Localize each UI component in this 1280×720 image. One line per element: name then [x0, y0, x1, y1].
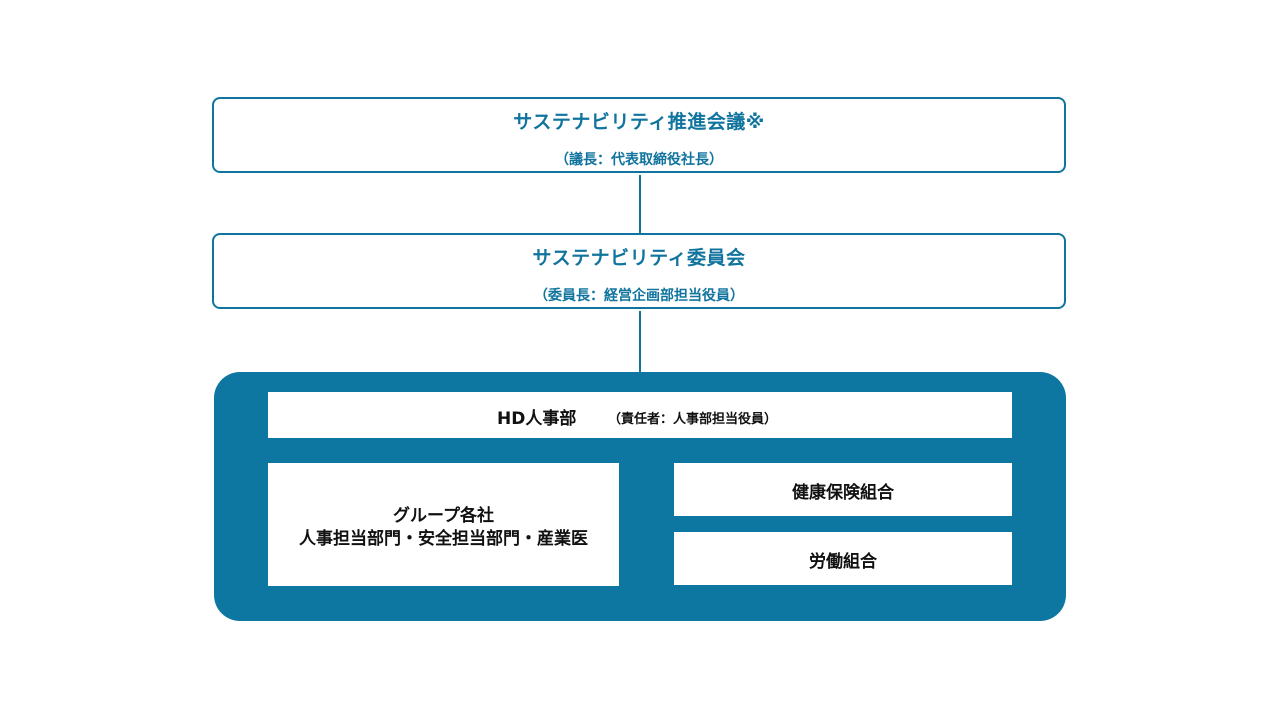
labor-union-title: 労働組合	[809, 552, 877, 572]
labor-union-box: 労働組合	[674, 532, 1012, 585]
group-companies-box: グループ各社 人事担当部門・安全担当部門・産業医	[268, 463, 619, 586]
committee-chair: （委員長：経営企画部担当役員）	[534, 288, 744, 304]
hd-hr-responsible: （責任者：人事部担当役員）	[608, 412, 778, 427]
connector-line	[639, 175, 641, 234]
promotion-council-chair: （議長：代表取締役社長）	[555, 152, 723, 168]
hd-hr-box: HD人事部 （責任者：人事部担当役員）	[268, 392, 1012, 438]
promotion-council-box: サステナビリティ推進会議※ （議長：代表取締役社長）	[212, 97, 1066, 173]
health-insurance-box: 健康保険組合	[674, 463, 1012, 516]
hd-hr-title: HD人事部	[497, 409, 577, 429]
group-companies-departments: 人事担当部門・安全担当部門・産業医	[299, 529, 588, 549]
promotion-council-title: サステナビリティ推進会議※	[513, 111, 765, 133]
group-companies-title: グループ各社	[393, 506, 494, 526]
connector-line	[639, 311, 641, 372]
committee-title: サステナビリティ委員会	[532, 247, 746, 269]
committee-box: サステナビリティ委員会 （委員長：経営企画部担当役員）	[212, 233, 1066, 309]
health-insurance-title: 健康保険組合	[792, 483, 894, 503]
